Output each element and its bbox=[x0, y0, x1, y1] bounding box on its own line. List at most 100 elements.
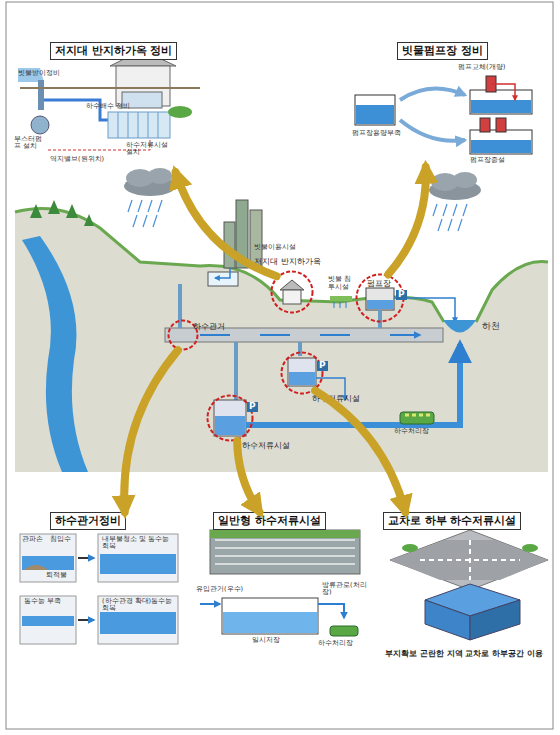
annotation-label: (하수관경 확대)통수능 회복 bbox=[102, 598, 176, 612]
tank bbox=[355, 95, 395, 125]
trees bbox=[30, 200, 94, 226]
callout-arrow bbox=[388, 167, 426, 274]
frame bbox=[6, 2, 553, 729]
flow-arrow bbox=[491, 84, 515, 100]
pipe-section bbox=[20, 534, 76, 582]
annotation-label: 통수능 부족 bbox=[24, 598, 61, 605]
ground bbox=[15, 208, 548, 472]
detail-panel: 빗물펌프장 정비 bbox=[345, 42, 550, 167]
circle-outline bbox=[270, 270, 314, 314]
pipe bbox=[234, 342, 238, 400]
node-label: 하수저류시설 bbox=[312, 393, 360, 404]
water bbox=[100, 554, 176, 574]
annotation-label: 하수처리장 bbox=[394, 428, 429, 436]
pipe bbox=[38, 80, 44, 110]
rain-cloud bbox=[429, 172, 481, 231]
annotation-label: P bbox=[317, 361, 328, 371]
building bbox=[224, 222, 235, 268]
facility-structure bbox=[215, 540, 355, 564]
detail-panel: 교차로 하부 하수저류시설부지확보 곤란한 지역 교차로 하부공간 이용 bbox=[378, 512, 550, 670]
building bbox=[236, 200, 248, 268]
treatment-plant bbox=[330, 626, 358, 636]
rain-cloud bbox=[124, 168, 176, 227]
node-label: 저지대 반지하가옥 bbox=[254, 256, 321, 267]
water bbox=[471, 100, 531, 113]
cloud bbox=[148, 168, 172, 184]
annotation-label: 펌프장용량부족 bbox=[352, 130, 401, 138]
water bbox=[367, 300, 393, 309]
step-arrow bbox=[78, 557, 94, 559]
step-arrow bbox=[78, 619, 94, 621]
highlight-circle: 하수관거 bbox=[167, 319, 199, 351]
rain bbox=[433, 204, 467, 231]
facility-photo bbox=[210, 530, 360, 574]
annotation-label: 방류관로(처리장) bbox=[322, 582, 368, 596]
road bbox=[390, 530, 548, 590]
panel-title: 저지대 반지하가옥 정비 bbox=[50, 42, 177, 60]
tank bbox=[470, 130, 532, 154]
annotation-label: 하천 bbox=[482, 322, 500, 331]
rain bbox=[128, 200, 162, 227]
annotation-label: P bbox=[247, 402, 258, 412]
road-cross bbox=[390, 540, 548, 580]
outflow-arrow bbox=[318, 604, 344, 618]
annotation-label: 펌프장증설 bbox=[470, 157, 505, 165]
dashed-circle bbox=[282, 353, 323, 394]
pipe-section bbox=[20, 596, 76, 644]
rain-tank bbox=[208, 272, 238, 286]
cloud bbox=[453, 172, 477, 188]
annotation-label: 빗물이용시설 bbox=[254, 244, 296, 252]
circle-outline bbox=[280, 351, 324, 395]
storage-tank bbox=[222, 598, 318, 634]
pipe bbox=[298, 342, 302, 356]
annotation-label: 침입수 bbox=[50, 536, 71, 543]
flow-arrow bbox=[400, 120, 465, 141]
pump bbox=[480, 118, 490, 132]
sewer-repair-illustration bbox=[20, 534, 178, 644]
underground-tank-side bbox=[470, 600, 520, 640]
bush bbox=[522, 544, 538, 552]
dashed-circle bbox=[208, 396, 253, 441]
callout-arrow bbox=[176, 172, 277, 276]
infiltration bbox=[330, 296, 352, 301]
water bbox=[356, 105, 394, 124]
annotation-label: 빗물받이정비 bbox=[18, 70, 60, 77]
water bbox=[215, 416, 245, 435]
annotation-label: 펌프교체(개량) bbox=[458, 64, 505, 72]
water bbox=[22, 616, 74, 626]
house bbox=[283, 290, 301, 304]
water bbox=[289, 372, 315, 385]
annotation-label: 일시저장 bbox=[252, 637, 280, 644]
panel-note: 부지확보 곤란한 지역 교차로 하부공간 이용 bbox=[380, 648, 548, 659]
road-marking bbox=[420, 540, 520, 580]
pipe-section bbox=[98, 596, 178, 644]
flow-arrow bbox=[215, 268, 230, 278]
node-label: 하수관거 bbox=[193, 321, 225, 332]
scene bbox=[15, 168, 548, 472]
pump-house bbox=[366, 288, 394, 310]
pump-illustration bbox=[355, 76, 532, 154]
pump-tank bbox=[31, 116, 49, 134]
ground-line bbox=[20, 87, 200, 89]
treatment-tanks bbox=[405, 414, 430, 417]
treatment-plant bbox=[400, 412, 434, 424]
annotation-label: 내부물청소 및 통수능 회복 bbox=[102, 536, 176, 550]
annotation-label: 부스터펌프 설치 bbox=[14, 136, 46, 150]
storage-tank bbox=[214, 400, 246, 436]
bush bbox=[402, 544, 418, 552]
annotation-label: P bbox=[396, 290, 407, 300]
sediment bbox=[24, 565, 48, 570]
water bbox=[100, 612, 176, 634]
pipe-section bbox=[98, 534, 178, 582]
grid-box bbox=[108, 112, 170, 138]
river bbox=[22, 236, 88, 472]
roof bbox=[280, 280, 304, 290]
annotation-label: 빗물 침투시설 bbox=[328, 276, 354, 291]
bush bbox=[168, 106, 192, 118]
panel-title: 일반형 하수저류시설 bbox=[213, 512, 326, 530]
facility-roof bbox=[210, 530, 360, 538]
panel-title: 하수관거정비 bbox=[50, 512, 126, 530]
annotation-label: 하수처리장 bbox=[318, 640, 353, 647]
